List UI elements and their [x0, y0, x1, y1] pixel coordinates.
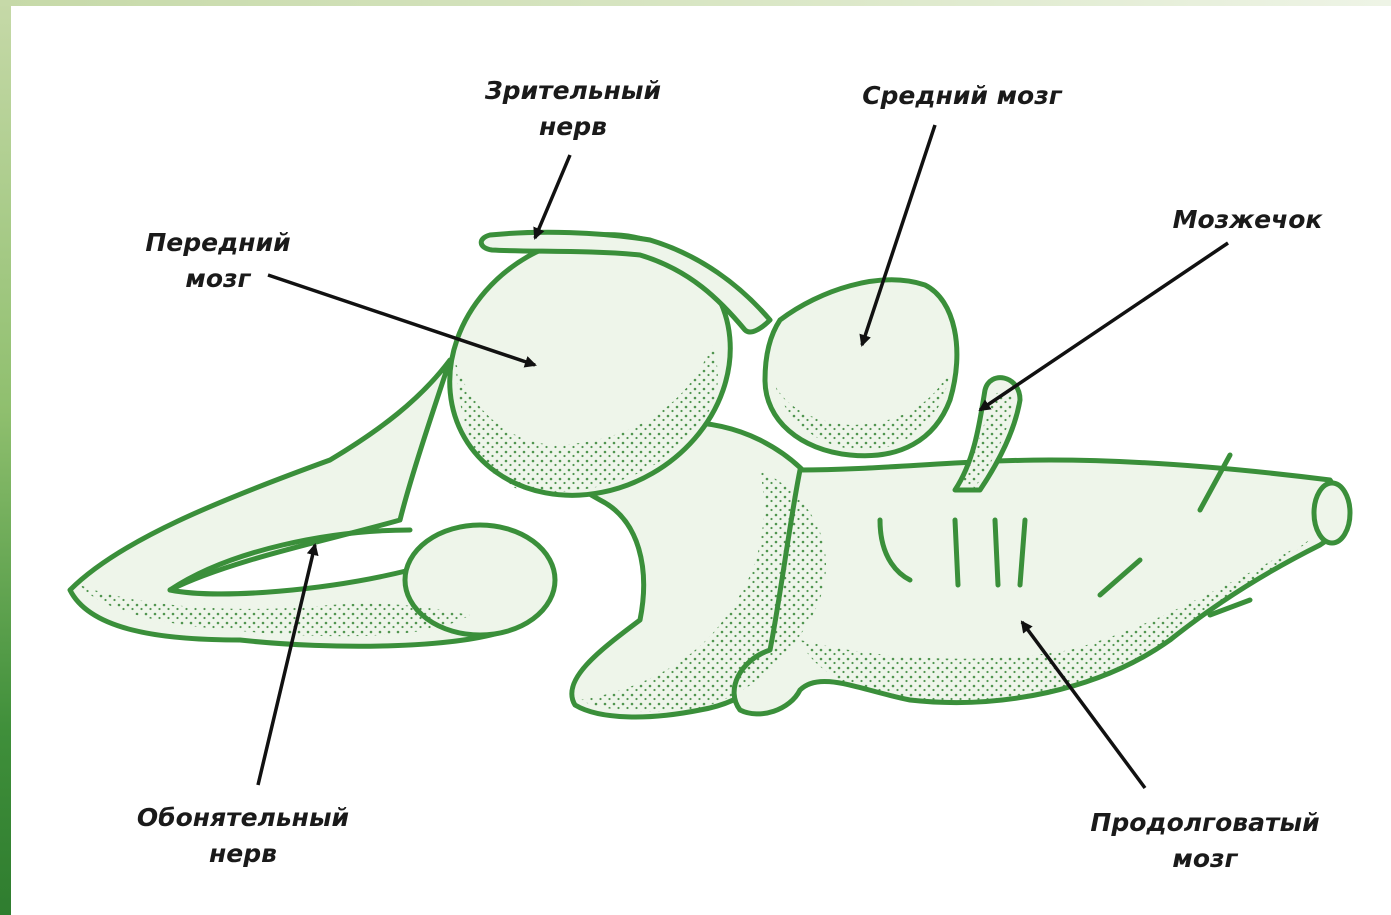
- label-forebrain: Передний мозг: [128, 225, 308, 297]
- label-medulla: Продолговатый мозг: [1070, 805, 1340, 877]
- label-medulla-line2: мозг: [1070, 841, 1340, 877]
- label-olfactory-nerve-line1: Обонятельный: [118, 800, 368, 836]
- label-optic-nerve: Зрительный нерв: [468, 73, 678, 145]
- spinal-cord-end: [1314, 483, 1350, 543]
- label-optic-nerve-line1: Зрительный: [468, 73, 678, 109]
- arrow-optic-nerve: [535, 155, 570, 238]
- label-optic-nerve-line2: нерв: [468, 109, 678, 145]
- label-cerebellum-line1: Мозжечок: [1155, 202, 1340, 238]
- label-forebrain-line1: Передний: [128, 225, 308, 261]
- arrow-olfactory-nerve: [258, 545, 315, 785]
- label-olfactory-nerve-line2: нерв: [118, 836, 368, 872]
- label-medulla-line1: Продолговатый: [1070, 805, 1340, 841]
- label-midbrain: Средний мозг: [842, 78, 1082, 114]
- arrow-cerebellum: [980, 243, 1228, 410]
- label-olfactory-nerve: Обонятельный нерв: [118, 800, 368, 872]
- label-forebrain-line2: мозг: [128, 261, 308, 297]
- label-cerebellum: Мозжечок: [1155, 202, 1340, 238]
- nerve-stub-1: [955, 520, 958, 585]
- nerve-stub-2: [995, 520, 998, 585]
- label-midbrain-line1: Средний мозг: [842, 78, 1082, 114]
